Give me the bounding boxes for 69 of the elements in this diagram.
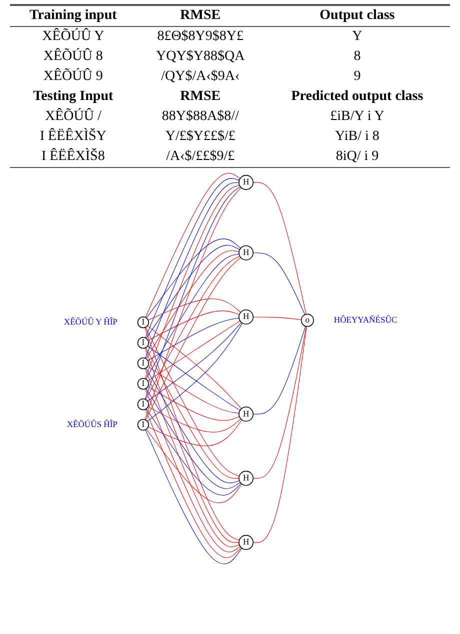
table-cell-text: XÊÕÚÛ 8 [42, 47, 104, 66]
connector [252, 316, 302, 320]
table-cell-text: XÊÕÚÛ / [44, 107, 102, 126]
node-label: HÔEYYAÑÉSÛC [333, 315, 397, 324]
connector [146, 366, 239, 413]
connector [144, 408, 241, 558]
node-circle: I [136, 357, 149, 369]
table-cell-text: 88Y$88A$8// [160, 108, 240, 126]
table-cell-text: I ÊËÊXÌŠY [38, 127, 108, 146]
node-circle: I [136, 418, 149, 430]
node-label: XÊÕÚÛ Y ĤÎP [63, 317, 117, 326]
connector [146, 238, 240, 318]
connector [252, 182, 306, 314]
connector [145, 367, 240, 483]
node-circle: H [238, 470, 254, 486]
connector [147, 310, 240, 340]
node-circle: I [136, 336, 149, 348]
connector [147, 419, 242, 446]
connector [147, 386, 240, 420]
node-circle: H [238, 244, 254, 260]
table-cell: I ÊËÊXÌŠ8 [10, 147, 136, 168]
node-circle: H [238, 406, 254, 422]
column-header: Output class [264, 5, 450, 26]
table-cell-text: XÊÕÚÛ 9 [42, 67, 104, 86]
table-cell-text: /QY$/A‹$9A‹ [160, 68, 241, 86]
column-header: Predicted output class [290, 88, 424, 106]
table-cell: Y [264, 26, 450, 47]
connector [147, 298, 240, 320]
connector [252, 326, 306, 542]
connector [146, 345, 240, 410]
node-circle: I [136, 316, 149, 328]
column-header: Training input [10, 5, 136, 26]
node-label: XÊÕÚÛS ĤÎP [66, 419, 117, 429]
table-cell: /A‹$/££$9/£ [136, 147, 264, 168]
connector [252, 325, 306, 414]
connector [146, 322, 242, 422]
node-circle: H [238, 174, 254, 190]
connector [145, 388, 240, 488]
connector [144, 326, 240, 476]
table-cell-text: 9 [352, 68, 362, 86]
connector [147, 317, 239, 360]
connector [144, 429, 242, 564]
connector [147, 406, 240, 432]
connector [145, 244, 240, 338]
table-cell: 8iQ/ i 9 [264, 147, 450, 168]
table-cell-text: Y/£$Y££$/£ [164, 128, 236, 146]
column-header: RMSE [179, 88, 222, 106]
column-header: Testing Input [32, 88, 114, 106]
table-cell-text: 8 [352, 48, 362, 66]
connector [145, 250, 239, 358]
node-circle: I [136, 378, 149, 390]
column-header: RMSE [136, 5, 264, 26]
table-cell-text: £iB/Y i Y [329, 108, 386, 126]
connector [146, 320, 240, 381]
connector [146, 428, 242, 503]
table-cell-text: YQY$Y88$QA [155, 48, 246, 66]
node-circle: H [238, 534, 254, 550]
connector [145, 253, 239, 379]
connector [252, 252, 305, 314]
connector [144, 172, 240, 318]
connector [145, 408, 241, 495]
node-circle: I [136, 398, 149, 410]
table-cell-text: YiB/ i 8 [334, 128, 380, 146]
node-circle: H [238, 309, 254, 324]
node-circle: o [300, 313, 314, 326]
connector [144, 346, 239, 478]
table-cell: 8£Θ$8Y9$8Y£ [136, 26, 264, 47]
connector [252, 326, 306, 478]
table-cell: XÊÕÚÛ Y [10, 26, 136, 47]
